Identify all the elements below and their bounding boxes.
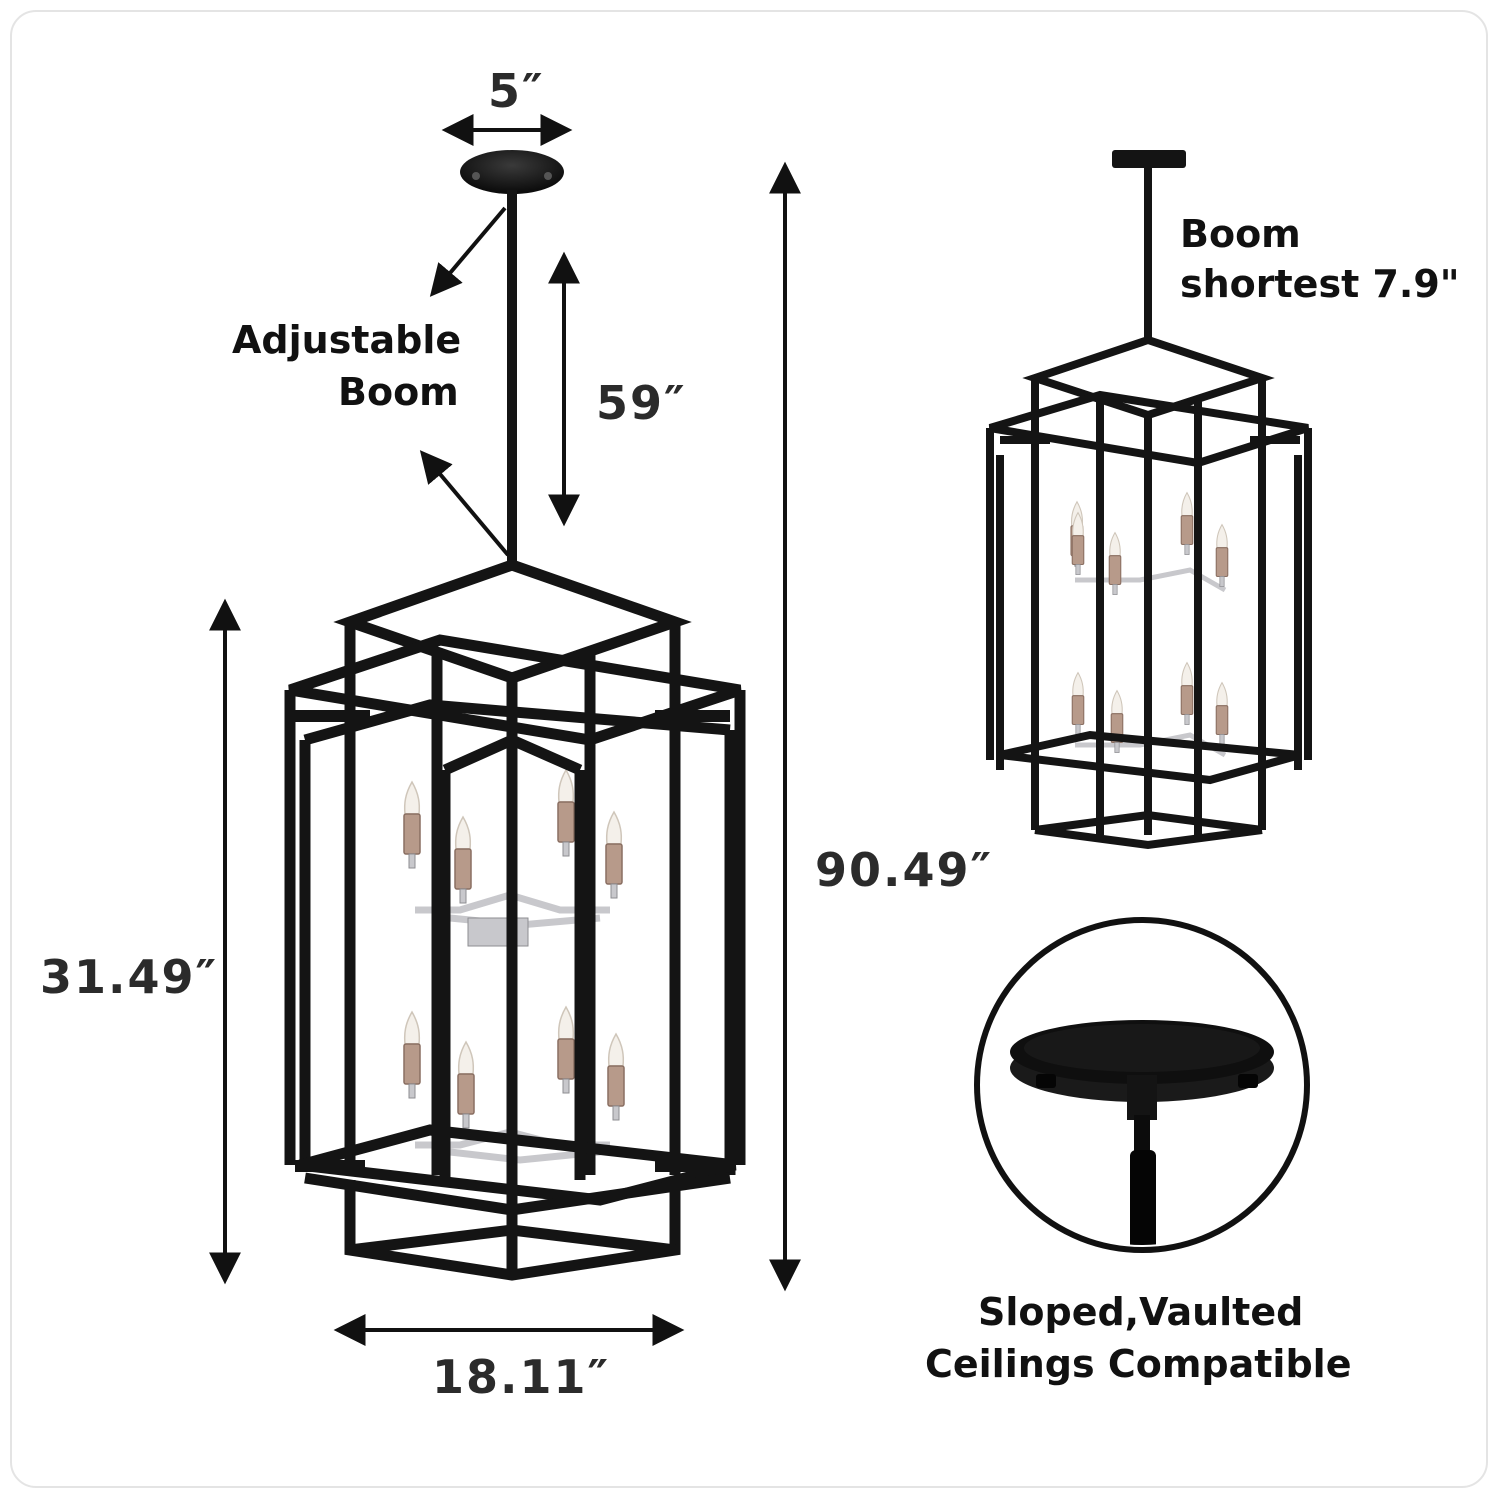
boom-shortest-line2: shortest 7.9" bbox=[1180, 262, 1460, 306]
candle bbox=[557, 1006, 575, 1094]
canopy-width-label: 5″ bbox=[488, 64, 545, 118]
candle bbox=[607, 1033, 625, 1121]
candle bbox=[403, 1011, 421, 1099]
main-chandelier bbox=[284, 150, 746, 1281]
overall-height-label: 90.49″ bbox=[815, 843, 994, 897]
sloped-line1: Sloped,Vaulted bbox=[978, 1290, 1304, 1334]
boom-pointer-down bbox=[419, 450, 510, 557]
main-canopy bbox=[460, 150, 564, 194]
dimension-arrows bbox=[209, 114, 801, 1346]
short-boom-chandelier bbox=[986, 150, 1312, 850]
main-boom-rod bbox=[507, 190, 517, 570]
candle bbox=[557, 769, 575, 857]
image-border bbox=[10, 10, 1488, 1488]
sloped-line2: Ceilings Compatible bbox=[925, 1342, 1352, 1386]
body-width-label: 18.11″ bbox=[432, 1350, 611, 1404]
candle bbox=[457, 1041, 475, 1129]
adjustable-boom-line2: Boom bbox=[338, 370, 459, 414]
adjustable-boom-line1: Adjustable bbox=[232, 318, 462, 362]
boom-shortest-line1: Boom bbox=[1180, 212, 1301, 256]
sloped-ceiling-detail bbox=[974, 917, 1310, 1253]
candle bbox=[605, 811, 623, 899]
candle bbox=[403, 781, 421, 869]
boom-length-label: 59″ bbox=[596, 376, 687, 430]
boom-pointer-up bbox=[429, 206, 507, 297]
main-frame bbox=[284, 559, 746, 1281]
candle bbox=[454, 816, 472, 904]
short-canopy bbox=[1112, 150, 1186, 168]
body-height-label: 31.49″ bbox=[40, 950, 219, 1004]
